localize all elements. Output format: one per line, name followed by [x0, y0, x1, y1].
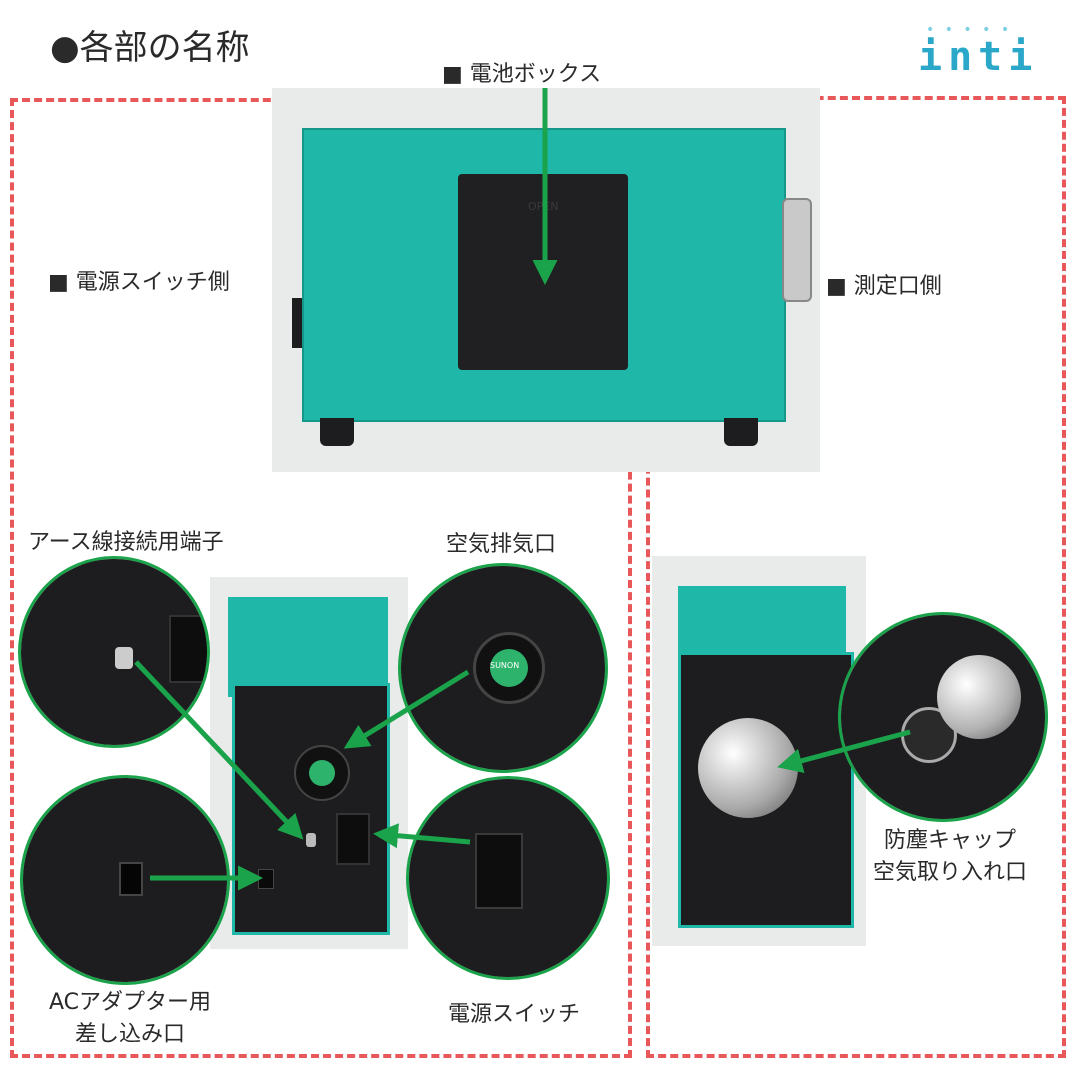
- rear-panel: [232, 683, 390, 935]
- rear-top-teal: [228, 597, 388, 697]
- rear-power-switch: [336, 813, 370, 865]
- power-switch-side-label: ■ 電源スイッチ側: [48, 270, 230, 295]
- side-connector: [292, 298, 302, 348]
- logo-dots-icon: • • • • •: [926, 22, 1013, 38]
- dust-cap-label-line2: 空気取り入れ口: [872, 860, 1027, 885]
- air-exhaust-zoom: SUNON: [398, 563, 608, 773]
- measurement-side-region: [646, 96, 1066, 1058]
- power-switch-zoom: [406, 776, 610, 980]
- foot-left: [320, 418, 354, 446]
- ac-adapter-zoom: [20, 775, 230, 985]
- zoom-dust-cap: [937, 655, 1021, 739]
- dust-cap-label-line1: 防塵キャップ: [883, 828, 1016, 853]
- rear-view-photo: [210, 577, 408, 949]
- dust-cap-zoom: [838, 612, 1048, 822]
- rear-earth-terminal: [306, 833, 316, 847]
- zoom-ac-jack: [119, 862, 143, 896]
- power-switch-label: 電源スイッチ: [448, 1002, 581, 1027]
- air-exhaust-label: 空気排気口: [446, 532, 557, 557]
- zoom-fan-hub: [490, 649, 528, 687]
- ac-adapter-label-line2: 差し込み口: [74, 1022, 185, 1047]
- earth-terminal-zoom: [18, 556, 210, 748]
- zoom-earth-terminal: [115, 647, 133, 669]
- dust-cap-label: 防塵キャップ 空気取り入れ口: [850, 822, 1050, 886]
- meas-dust-cap: [698, 718, 798, 818]
- earth-terminal-label: アース線接続用端子: [28, 530, 224, 555]
- ac-adapter-label: ACアダプター用 差し込み口: [30, 984, 230, 1048]
- logo-text: inti: [918, 34, 1039, 80]
- page-title: ●各部の名称: [50, 28, 250, 68]
- inti-logo: • • • • • inti: [918, 20, 1032, 80]
- measurement-side-photo: [652, 556, 866, 946]
- battery-box-cover: OPEN: [458, 174, 628, 370]
- rear-fan-hub: [309, 760, 335, 786]
- foot-right: [724, 418, 758, 446]
- fan-brand: SUNON: [490, 661, 520, 670]
- measurement-side-label: ■ 測定口側: [826, 274, 942, 299]
- rear-ac-jack: [258, 869, 274, 889]
- open-mark: OPEN: [528, 200, 559, 213]
- ac-adapter-label-line1: ACアダプター用: [48, 990, 212, 1015]
- rear-fan: [294, 745, 350, 801]
- battery-box-label: ■ 電池ボックス: [442, 62, 602, 87]
- top-view-photo: OPEN: [272, 88, 820, 472]
- measurement-port-knob: [782, 198, 812, 302]
- zoom-fan: SUNON: [473, 632, 545, 704]
- zoom-power-switch: [475, 833, 523, 909]
- zoom-switch: [169, 615, 207, 683]
